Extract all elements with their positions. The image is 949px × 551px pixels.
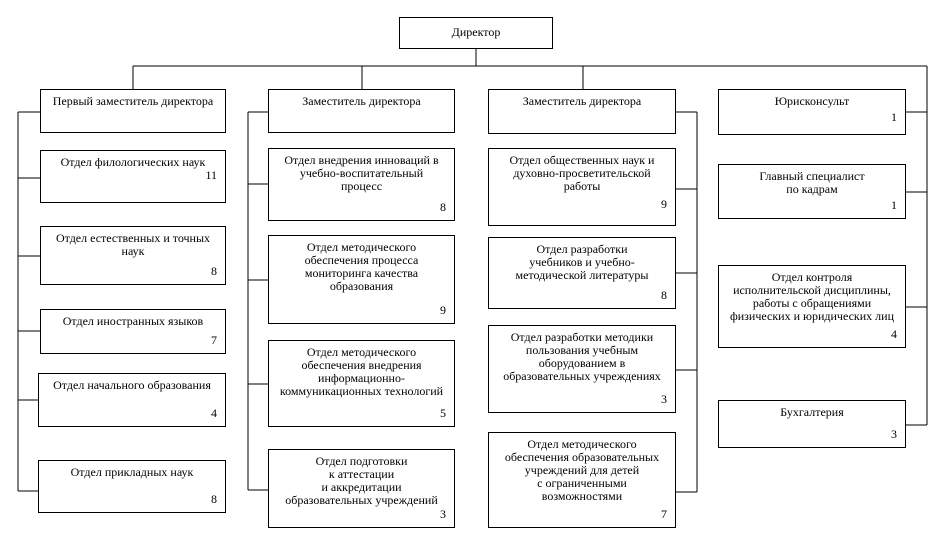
dept-natural-sciences-count: 8 [211,264,217,278]
dept-foreign-languages-count: 7 [211,333,217,347]
dept-foreign-languages-label: Отдел иностранных языков [62,314,204,328]
dept-special-needs-count: 7 [661,507,667,521]
director-box: Директор [399,17,553,49]
dept-special-needs-label: Отдел методического обеспечения образова… [504,437,660,503]
dept-social-sciences-label: Отдел общественных наук и духовно-просве… [509,153,655,193]
deputy-2-label: Заместитель директора [302,94,421,108]
dept-quality-monitoring-box: Отдел методического обеспечения процесса… [268,235,455,324]
deputy-3-box: Заместитель директора [488,89,676,134]
dept-natural-sciences-box: Отдел естественных и точных наук 8 [40,226,226,285]
dept-discipline-control-count: 4 [891,327,897,341]
deputy-3-label: Заместитель директора [522,94,642,108]
hr-specialist-box: Главный специалист по кадрам 1 [718,164,906,219]
dept-special-needs-box: Отдел методического обеспечения образова… [488,432,676,528]
dept-applied-sciences-label: Отдел прикладных наук [70,465,194,479]
dept-philology-count: 11 [205,168,217,182]
hr-specialist-label: Главный специалист по кадрам [759,169,865,196]
dept-equipment-methods-count: 3 [661,392,667,406]
dept-social-sciences-count: 9 [661,197,667,211]
first-deputy-label: Первый заместитель директора [52,94,214,108]
director-label: Директор [451,25,501,39]
dept-textbooks-count: 8 [661,288,667,302]
dept-ict-label: Отдел методического обеспечения внедрени… [279,345,444,398]
dept-accreditation-label: Отдел подготовки к аттестации и аккредит… [285,454,438,507]
dept-foreign-languages-box: Отдел иностранных языков 7 [40,309,226,354]
accounting-count: 3 [891,427,897,441]
dept-primary-education-label: Отдел начального образования [53,378,211,392]
accounting-box: Бухгалтерия 3 [718,400,906,448]
dept-applied-sciences-count: 8 [211,492,217,506]
dept-innovation-label: Отдел внедрения инноваций в учебно-воспи… [284,153,439,193]
dept-natural-sciences-label: Отдел естественных и точных наук [55,231,211,258]
dept-philology-box: Отдел филологических наук 11 [40,150,226,203]
dept-philology-label: Отдел филологических наук [60,155,206,169]
dept-discipline-control-label: Отдел контроля исполнительской дисциплин… [729,270,894,323]
dept-primary-education-box: Отдел начального образования 4 [38,373,226,427]
dept-primary-education-count: 4 [211,406,217,420]
dept-accreditation-box: Отдел подготовки к аттестации и аккредит… [268,449,455,528]
legal-counsel-count: 1 [891,110,897,124]
legal-counsel-box: Юрисконсульт 1 [718,89,906,135]
dept-ict-box: Отдел методического обеспечения внедрени… [268,340,455,427]
dept-discipline-control-box: Отдел контроля исполнительской дисциплин… [718,265,906,348]
legal-counsel-label: Юрисконсульт [774,94,850,108]
dept-equipment-methods-label: Отдел разработки методики пользования уч… [503,330,661,383]
dept-equipment-methods-box: Отдел разработки методики пользования уч… [488,325,676,413]
first-deputy-box: Первый заместитель директора [40,89,226,133]
dept-applied-sciences-box: Отдел прикладных наук 8 [38,460,226,513]
dept-quality-monitoring-count: 9 [440,303,446,317]
hr-specialist-count: 1 [891,198,897,212]
dept-quality-monitoring-label: Отдел методического обеспечения процесса… [304,240,419,293]
dept-social-sciences-box: Отдел общественных наук и духовно-просве… [488,148,676,226]
dept-innovation-count: 8 [440,200,446,214]
deputy-2-box: Заместитель директора [268,89,455,133]
dept-accreditation-count: 3 [440,507,446,521]
dept-ict-count: 5 [440,406,446,420]
accounting-label: Бухгалтерия [780,405,844,419]
dept-innovation-box: Отдел внедрения инноваций в учебно-воспи… [268,148,455,221]
dept-textbooks-label: Отдел разработки учебников и учебно- мет… [515,242,649,282]
dept-textbooks-box: Отдел разработки учебников и учебно- мет… [488,237,676,309]
